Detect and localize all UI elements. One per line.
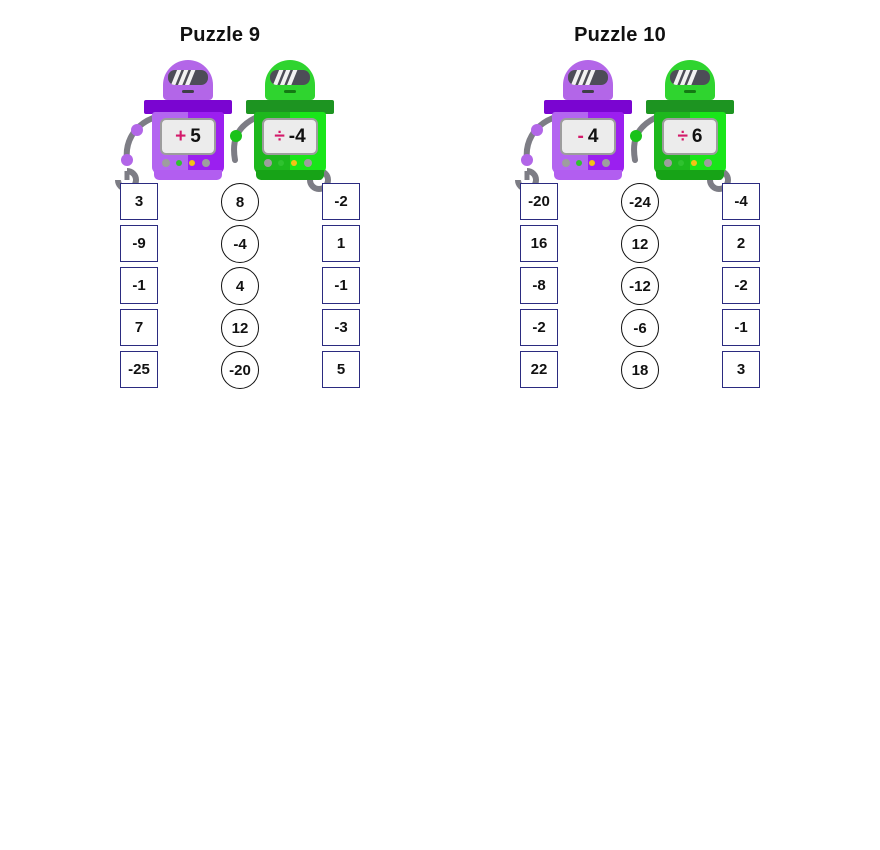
number-circle[interactable]: -12 bbox=[621, 267, 659, 305]
led-yellow-icon bbox=[589, 160, 595, 166]
mouth-icon bbox=[284, 90, 296, 93]
operator-symbol: - bbox=[577, 126, 584, 147]
middle-column: 8 -4 4 12 -20 bbox=[210, 183, 270, 393]
robot-shoulder bbox=[544, 100, 632, 114]
robot-purple: - 4 bbox=[515, 60, 636, 192]
robot-operation-display: ÷ 6 bbox=[662, 118, 718, 155]
robot-base bbox=[256, 170, 324, 180]
number-box[interactable]: -2 bbox=[520, 309, 558, 346]
number-circle[interactable]: 4 bbox=[221, 267, 259, 305]
led-gray-icon bbox=[264, 159, 272, 167]
page-title: Puzzle 10 bbox=[574, 24, 666, 46]
number-circle[interactable]: -4 bbox=[221, 225, 259, 263]
robot-head bbox=[265, 60, 315, 100]
middle-column: -24 12 -12 -6 18 bbox=[610, 183, 670, 393]
robot-shoulder bbox=[246, 100, 334, 114]
operator-symbol: + bbox=[175, 126, 187, 147]
operand-value: 4 bbox=[587, 126, 599, 147]
led-gray-icon bbox=[704, 159, 712, 167]
led-yellow-icon bbox=[291, 160, 297, 166]
mouth-icon bbox=[684, 90, 696, 93]
visor-icon bbox=[270, 70, 310, 85]
led-gray-icon bbox=[162, 159, 170, 167]
number-circle[interactable]: 8 bbox=[221, 183, 259, 221]
robot-leds bbox=[562, 159, 614, 167]
number-circle[interactable]: -20 bbox=[221, 351, 259, 389]
mouth-icon bbox=[182, 90, 194, 93]
puzzle-panel: Puzzle 9 + 5 bbox=[0, 0, 440, 420]
visor-icon bbox=[568, 70, 608, 85]
robot-head bbox=[163, 60, 213, 100]
robot-head bbox=[665, 60, 715, 100]
robot-base bbox=[154, 170, 222, 180]
robot-leds bbox=[264, 159, 316, 167]
number-circle[interactable]: -6 bbox=[621, 309, 659, 347]
operand-value: -4 bbox=[288, 126, 306, 147]
robot-leds bbox=[664, 159, 716, 167]
number-box[interactable]: -25 bbox=[120, 351, 158, 388]
led-gray-icon bbox=[562, 159, 570, 167]
visor-icon bbox=[168, 70, 208, 85]
robot-operation-display: ÷ -4 bbox=[262, 118, 318, 155]
number-box[interactable]: 22 bbox=[520, 351, 558, 388]
mouth-icon bbox=[582, 90, 594, 93]
led-gray-icon bbox=[602, 159, 610, 167]
led-yellow-icon bbox=[691, 160, 697, 166]
number-box[interactable]: -4 bbox=[722, 183, 760, 220]
number-circle[interactable]: 12 bbox=[621, 225, 659, 263]
output-column: -2 1 -1 -3 5 bbox=[311, 183, 371, 393]
robot-operation-display: + 5 bbox=[160, 118, 216, 155]
operand-value: 5 bbox=[190, 126, 201, 147]
robot-green: ÷ 6 bbox=[630, 60, 738, 192]
number-box[interactable]: 16 bbox=[520, 225, 558, 262]
number-box[interactable]: -1 bbox=[322, 267, 360, 304]
number-box[interactable]: -9 bbox=[120, 225, 158, 262]
led-green-icon bbox=[678, 160, 684, 166]
robot-head bbox=[563, 60, 613, 100]
robot-purple: + 5 bbox=[115, 60, 236, 192]
output-column: -4 2 -2 -1 3 bbox=[711, 183, 771, 393]
led-green-icon bbox=[576, 160, 582, 166]
number-box[interactable]: -20 bbox=[520, 183, 558, 220]
led-green-icon bbox=[176, 160, 182, 166]
number-box[interactable]: -1 bbox=[120, 267, 158, 304]
number-circle[interactable]: 12 bbox=[221, 309, 259, 347]
input-column: -20 16 -8 -2 22 bbox=[509, 183, 569, 393]
robot-base bbox=[554, 170, 622, 180]
robot-leds bbox=[162, 159, 214, 167]
led-gray-icon bbox=[664, 159, 672, 167]
number-box[interactable]: 3 bbox=[722, 351, 760, 388]
number-box[interactable]: -3 bbox=[322, 309, 360, 346]
operator-symbol: ÷ bbox=[274, 126, 285, 147]
input-column: 3 -9 -1 7 -25 bbox=[109, 183, 169, 393]
number-box[interactable]: -1 bbox=[722, 309, 760, 346]
number-box[interactable]: -8 bbox=[520, 267, 558, 304]
visor-icon bbox=[670, 70, 710, 85]
number-box[interactable]: -2 bbox=[322, 183, 360, 220]
led-gray-icon bbox=[304, 159, 312, 167]
number-box[interactable]: -2 bbox=[722, 267, 760, 304]
robot-green: ÷ -4 bbox=[230, 60, 338, 192]
robot-base bbox=[656, 170, 724, 180]
number-box[interactable]: 7 bbox=[120, 309, 158, 346]
led-green-icon bbox=[278, 160, 284, 166]
led-yellow-icon bbox=[189, 160, 195, 166]
robot-operation-display: - 4 bbox=[560, 118, 616, 155]
number-box[interactable]: 5 bbox=[322, 351, 360, 388]
puzzle-panel: Puzzle 10 - 4 bbox=[400, 0, 840, 420]
number-box[interactable]: 2 bbox=[722, 225, 760, 262]
number-box[interactable]: 1 bbox=[322, 225, 360, 262]
operand-value: 6 bbox=[691, 126, 703, 147]
number-circle[interactable]: 18 bbox=[621, 351, 659, 389]
robot-shoulder bbox=[646, 100, 734, 114]
number-box[interactable]: 3 bbox=[120, 183, 158, 220]
operator-symbol: ÷ bbox=[677, 126, 688, 147]
page-title: Puzzle 9 bbox=[179, 24, 261, 46]
number-circle[interactable]: -24 bbox=[621, 183, 659, 221]
led-gray-icon bbox=[202, 159, 210, 167]
robot-shoulder bbox=[144, 100, 232, 114]
